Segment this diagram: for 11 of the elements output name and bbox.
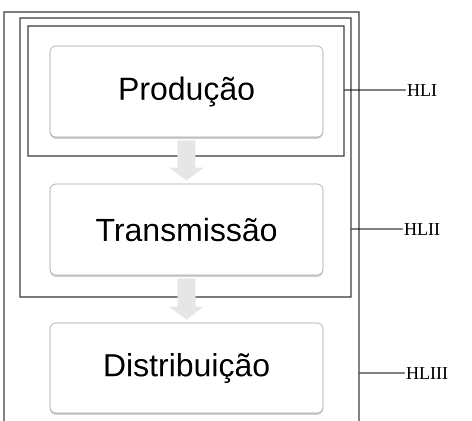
process-box: Produção <box>50 46 324 139</box>
process-box: Transmissão <box>50 184 324 277</box>
leader-line <box>351 228 404 230</box>
frame-box <box>3 11 360 421</box>
process-box: Distribuição <box>50 322 324 415</box>
level-label: HLIII <box>406 367 448 379</box>
level-label: HLI <box>408 84 436 96</box>
frame-box <box>27 25 345 157</box>
frame-box <box>19 17 352 298</box>
level-label: HLII <box>404 223 440 235</box>
leader-line <box>359 372 406 374</box>
